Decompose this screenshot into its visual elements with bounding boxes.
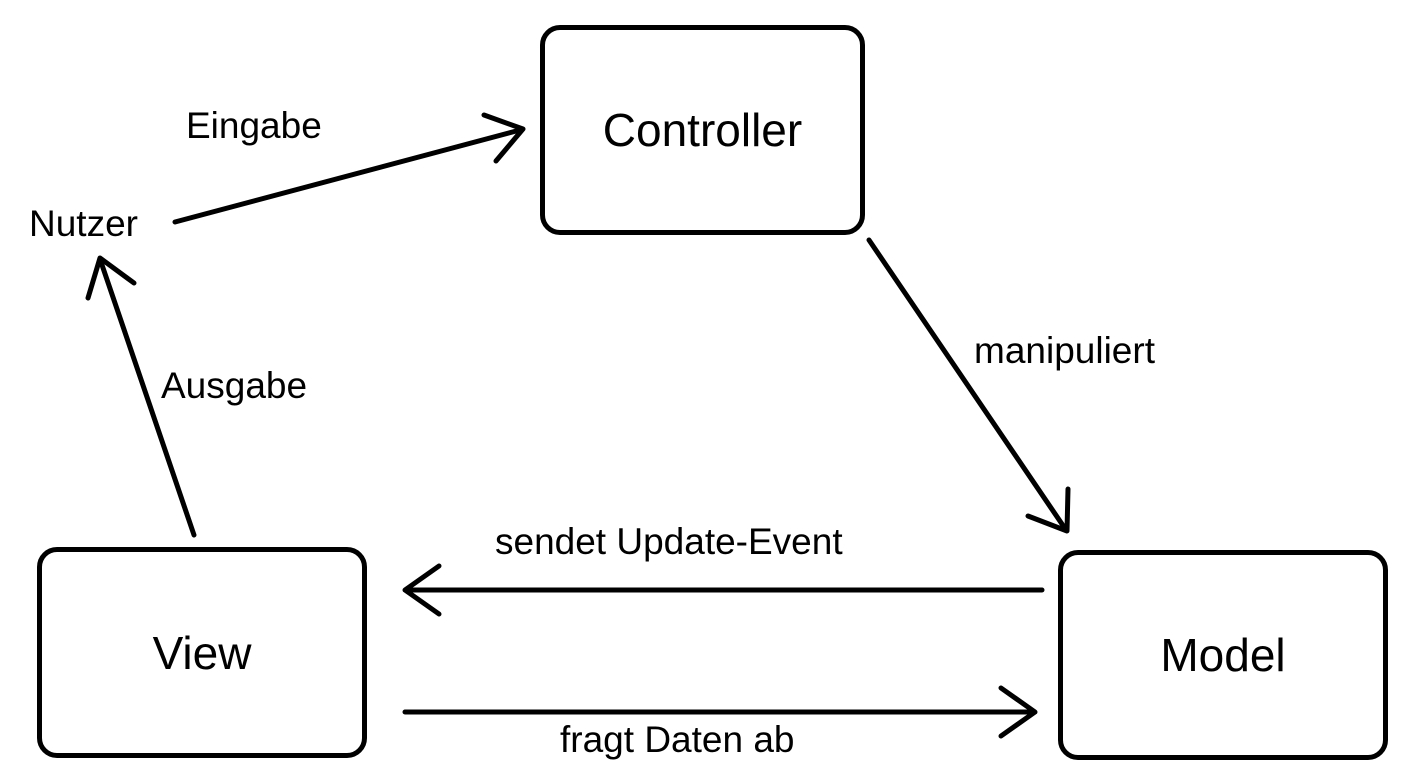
edge-label-manipuliert: manipuliert [974,330,1155,371]
model-node: Model [1058,550,1388,760]
model-node-label: Model [1160,629,1286,681]
actor-nutzer-label: Nutzer [29,203,138,244]
edge-label-sendet-update-event: sendet Update-Event [495,521,843,562]
arrow-eingabe [172,112,526,225]
edge-label-eingabe: Eingabe [186,105,322,146]
arrow-manipuliert-head [1025,486,1071,534]
arrow-eingabe-head [481,112,526,164]
view-node: View [37,547,367,758]
arrow-eingabe-shaft [172,127,523,225]
view-node-label: View [152,626,252,679]
controller-node-label: Controller [602,104,803,156]
arrow-fragt-daten-head [998,685,1038,739]
edge-label-fragt-daten-ab: fragt Daten ab [560,719,795,760]
arrow-update-event [402,563,1045,617]
arrow-ausgabe-shaft [98,259,197,538]
arrow-fragt-daten [402,685,1038,739]
arrow-manipuliert [866,237,1071,534]
arrow-ausgabe-head [85,255,137,301]
arrow-manipuliert-shaft [866,237,1067,530]
arrow-ausgabe [85,255,197,538]
controller-node: Controller [540,25,865,235]
edge-label-ausgabe: Ausgabe [161,365,308,406]
arrow-update-event-head [402,563,442,617]
